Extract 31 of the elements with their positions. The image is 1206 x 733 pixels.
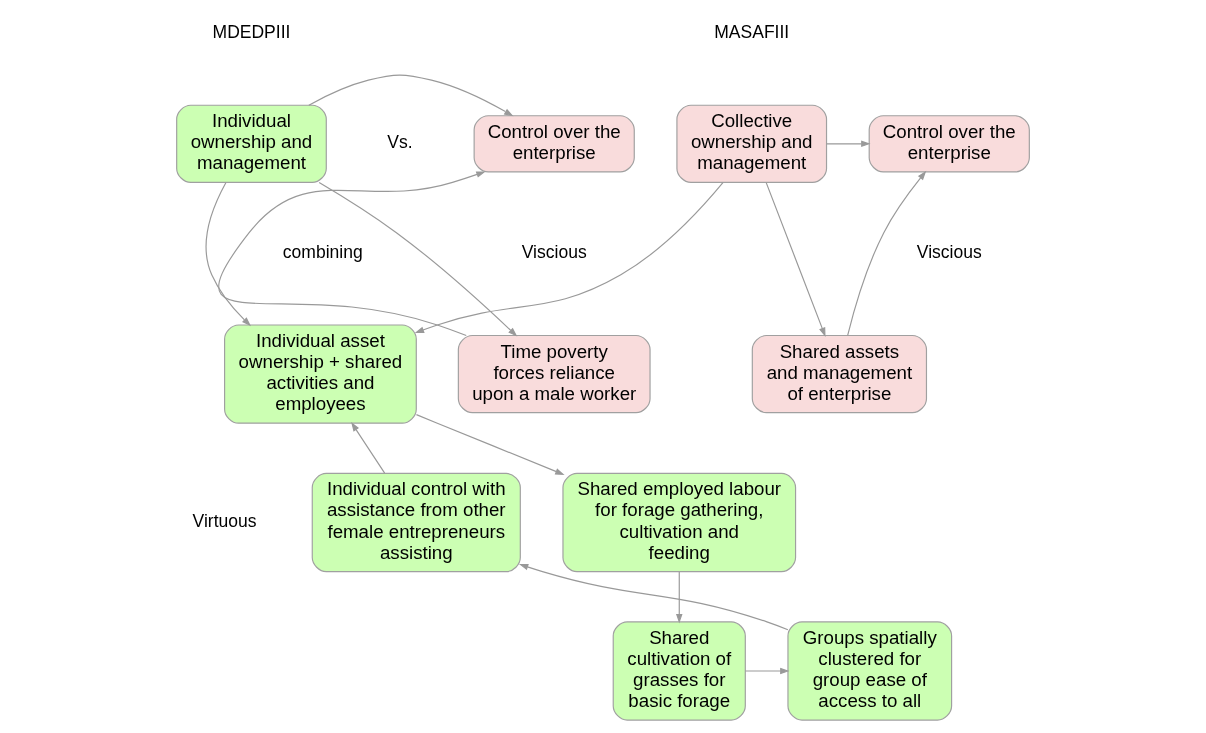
label: Viscious [521,241,587,262]
label: MDEDPIII [212,22,291,43]
node-box: Groups spatially clustered for group ease of access to all [787,621,953,721]
arrow [351,422,386,474]
arrow [847,170,927,336]
node-box: Control over the enterprise [868,115,1030,173]
arrow [308,74,514,117]
node-box: Shared assets and management of enterprise [751,334,928,414]
node-box: Individual control with assistance from other female entrepreneurs assisting [311,472,521,573]
arrow [414,181,724,334]
label: combining [282,241,363,262]
label: Viscious [916,241,982,262]
node-box: Control over the enterprise [473,115,635,173]
node-box: Individual asset ownership + shared activities and employees [224,324,417,424]
label: Vs. [387,131,413,152]
arrow [676,571,683,624]
node-box: Time poverty forces reliance upon a male worker [457,334,651,414]
node-box: Individual ownership and management [176,104,327,183]
arrow [518,563,789,631]
arrow [205,182,252,327]
arrow [744,667,790,675]
arrow [415,414,565,475]
arrow [765,182,826,337]
label: MASAFIII [714,22,790,43]
node-box: Shared employed labour for forage gathering, cultivation and feeding [562,472,797,573]
arrow [318,181,518,337]
node-box: Collective ownership and management [676,104,828,183]
arrow [218,171,486,337]
label: Virtuous [192,510,257,531]
arrow [826,140,871,148]
node-box: Shared cultivation of grasses for basic forage [612,621,746,721]
